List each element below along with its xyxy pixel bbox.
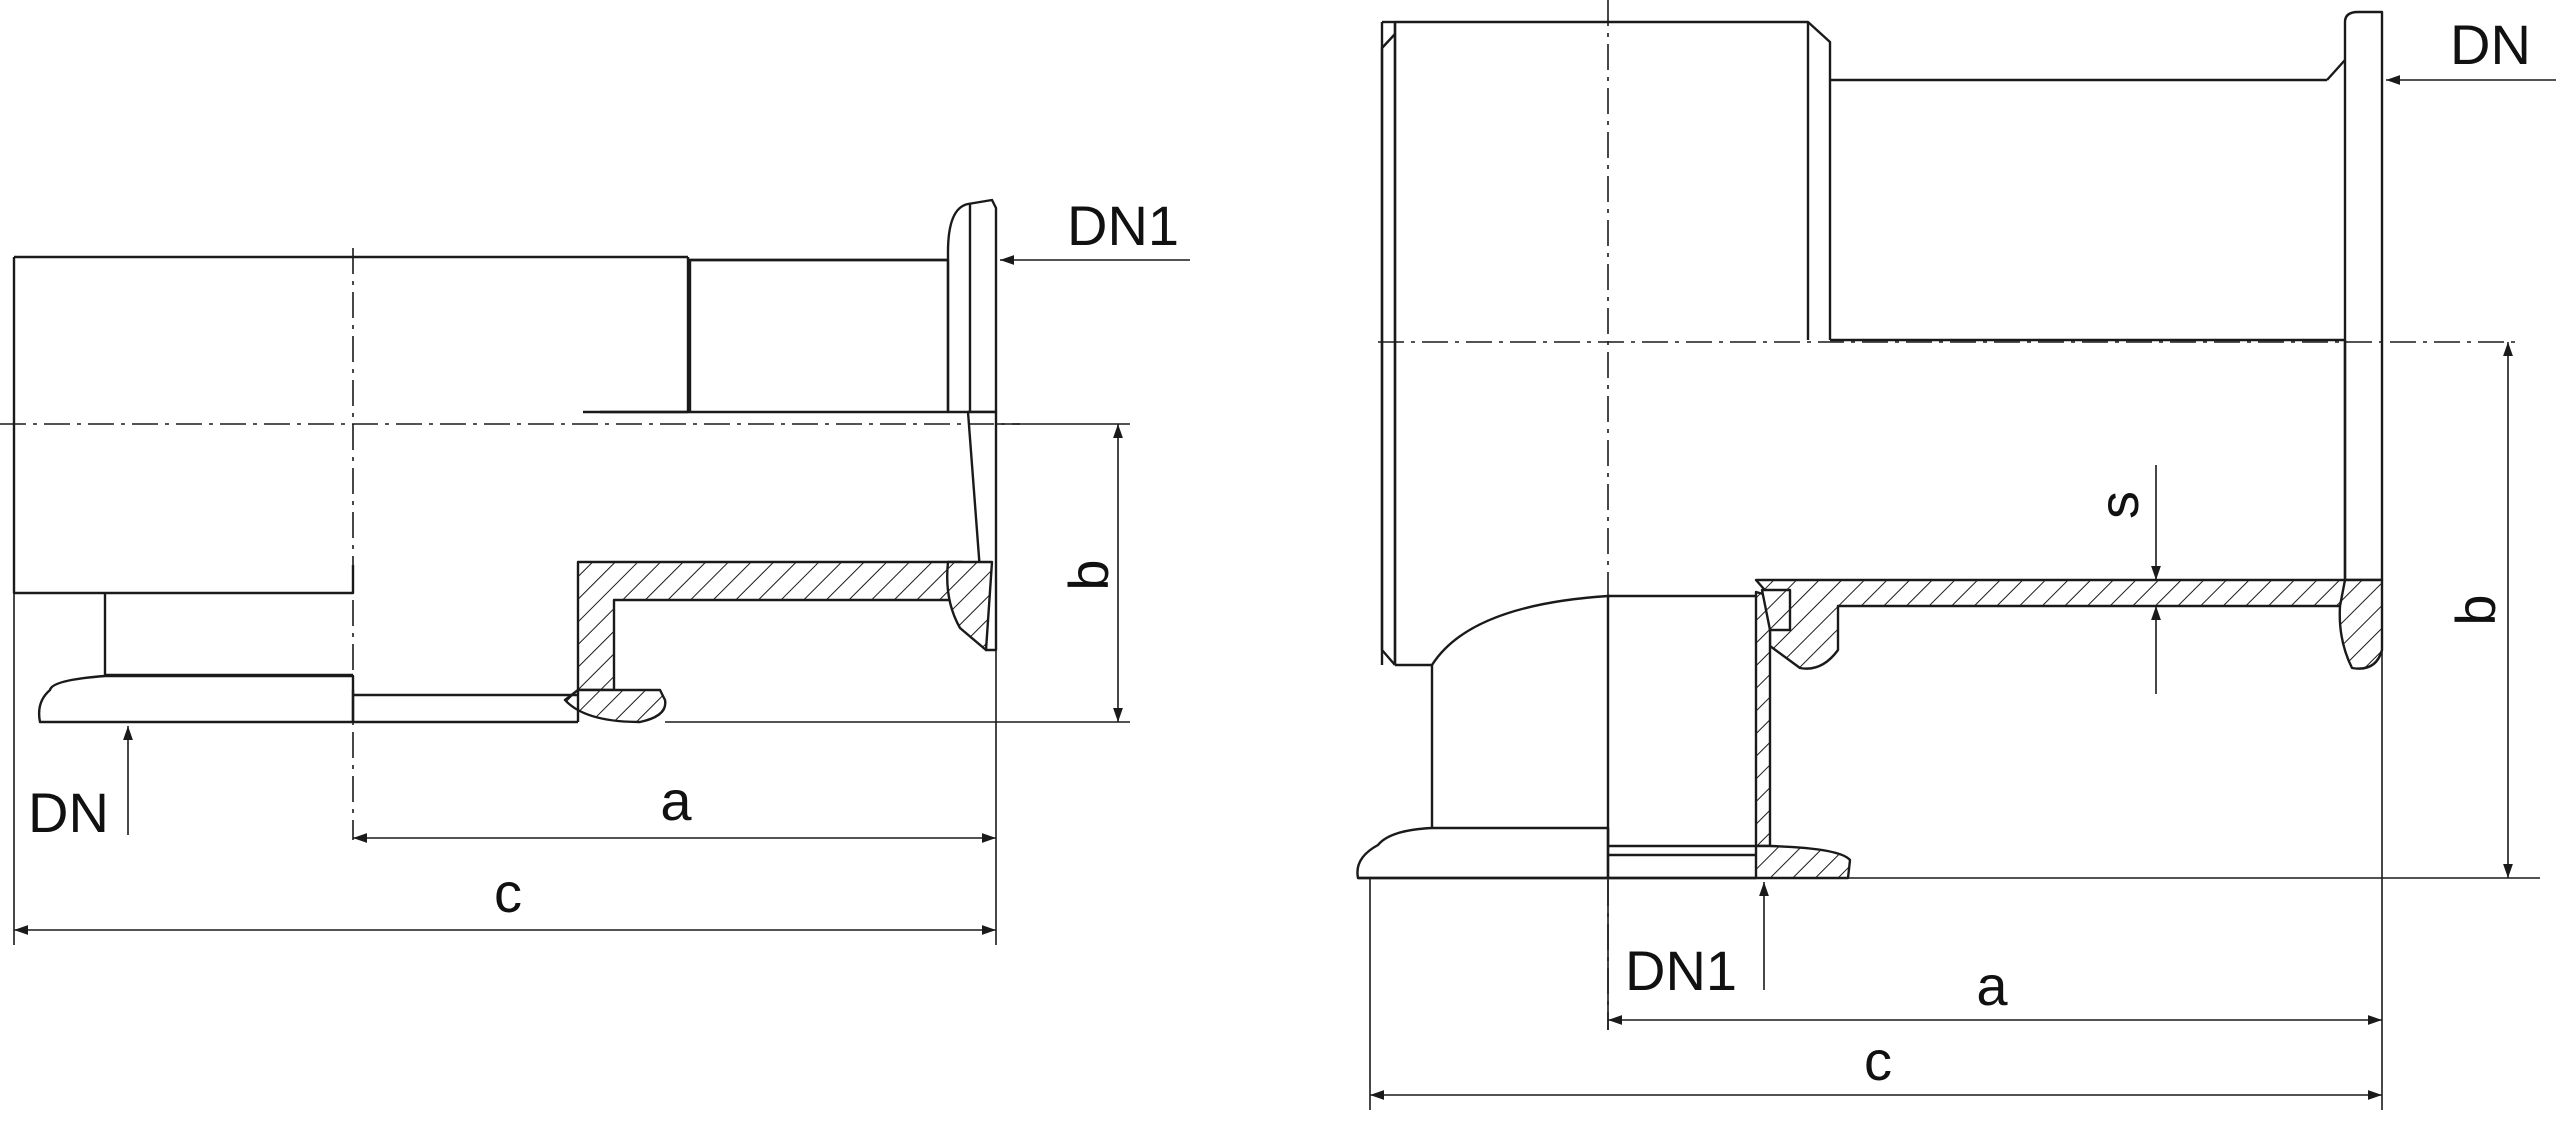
right-label-b: b — [2444, 594, 2507, 625]
left-inlet-branch — [37, 593, 580, 724]
left-main-body — [12, 255, 948, 595]
left-label-dn: DN — [28, 781, 109, 844]
left-view: b a c DN1 DN — [0, 194, 1190, 945]
left-dimension-a: a — [353, 769, 996, 843]
right-dn-leader: DN — [2386, 13, 2556, 85]
right-extension-lines — [1369, 580, 2540, 1110]
right-label-dn: DN — [2450, 13, 2531, 76]
right-dimension-a: a — [1608, 954, 2382, 1025]
left-label-b: b — [1057, 559, 1120, 590]
left-dn-leader: DN — [28, 726, 133, 844]
right-label-dn1: DN1 — [1625, 939, 1737, 1002]
right-inlet-branch — [1356, 594, 1756, 880]
left-dn1-leader: DN1 — [1000, 194, 1190, 265]
right-dimension-s: s — [2087, 465, 2161, 694]
right-dimension-b: b — [2444, 342, 2513, 878]
left-dimension-c: c — [14, 861, 996, 935]
left-label-c: c — [494, 861, 522, 924]
right-view: s b a c DN DN1 — [1356, 0, 2556, 1110]
left-label-a: a — [660, 769, 692, 832]
right-main-body — [1380, 20, 1832, 667]
left-extension-lines — [13, 423, 1130, 945]
left-dimension-b: b — [1057, 424, 1123, 722]
right-label-s: s — [2087, 491, 2150, 519]
left-section — [563, 560, 994, 724]
left-outlet-tube — [688, 258, 948, 414]
right-center-lines — [1378, 0, 2520, 1030]
right-dimension-c: c — [1370, 1029, 2382, 1100]
right-outlet-flange — [2343, 10, 2384, 582]
right-dn1-leader: DN1 — [1625, 882, 1769, 1002]
right-outlet-tube — [1830, 59, 2346, 342]
right-section — [1754, 578, 2384, 880]
right-label-a: a — [1976, 954, 2008, 1017]
left-center-lines — [0, 248, 1020, 840]
right-label-c: c — [1864, 1029, 1892, 1092]
left-label-dn1: DN1 — [1067, 194, 1179, 257]
